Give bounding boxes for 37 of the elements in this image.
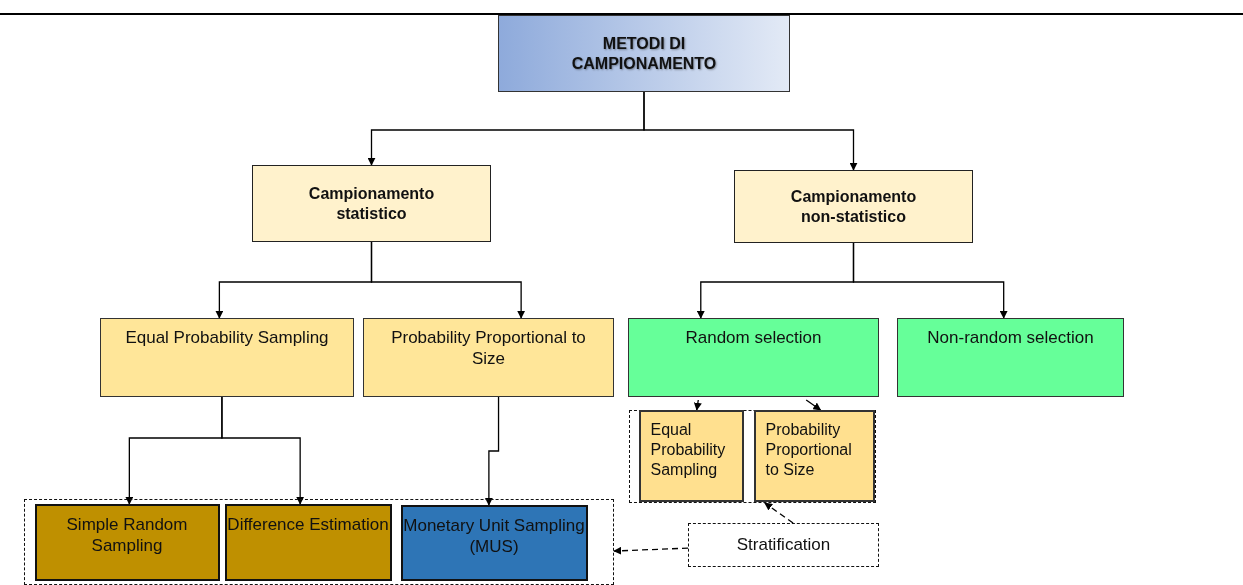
box-label: Random selection xyxy=(685,327,822,349)
box-label: Simple Random Sampling xyxy=(65,513,189,556)
technique-box xyxy=(224,503,392,581)
dashed-arrow xyxy=(764,502,794,524)
method-box xyxy=(638,409,744,502)
box-label: Campionamento statistico xyxy=(307,183,436,224)
method-box xyxy=(363,318,614,397)
arrow xyxy=(643,91,858,171)
box-label: Probability Proportional to Size xyxy=(765,419,853,480)
arrow xyxy=(805,399,822,411)
box-label: Campionamento non-statistico xyxy=(789,186,918,227)
technique-box xyxy=(400,504,588,581)
box-label: Monetary Unit Sampling (MUS) xyxy=(402,514,586,557)
box-label: Difference Estimation xyxy=(227,513,389,535)
box-label: Equal Probability Sampling xyxy=(125,327,329,349)
box-label: Non-random selection xyxy=(927,327,1094,349)
method-box xyxy=(753,409,875,502)
box-label: Probability Proportional to Size xyxy=(390,327,587,370)
method-box xyxy=(100,318,354,397)
title-box xyxy=(498,15,790,92)
arrow xyxy=(693,399,702,411)
dashed-group-box xyxy=(629,410,876,503)
selection-box xyxy=(628,318,879,397)
arrow xyxy=(852,242,1008,319)
arrow xyxy=(484,396,500,506)
dashed-group-box xyxy=(24,499,614,585)
box-label: Stratification xyxy=(736,534,831,556)
selection-box xyxy=(897,318,1124,397)
category-box xyxy=(734,170,973,243)
dashed-arrow xyxy=(613,546,689,555)
box-label: METODI DI CAMPIONAMENTO xyxy=(570,33,718,74)
category-box xyxy=(252,165,491,242)
dashed-note-box xyxy=(688,523,879,567)
arrow xyxy=(370,241,526,319)
box-label: Equal Probability Sampling xyxy=(650,419,727,480)
arrow xyxy=(221,396,305,505)
technique-box xyxy=(34,503,220,581)
